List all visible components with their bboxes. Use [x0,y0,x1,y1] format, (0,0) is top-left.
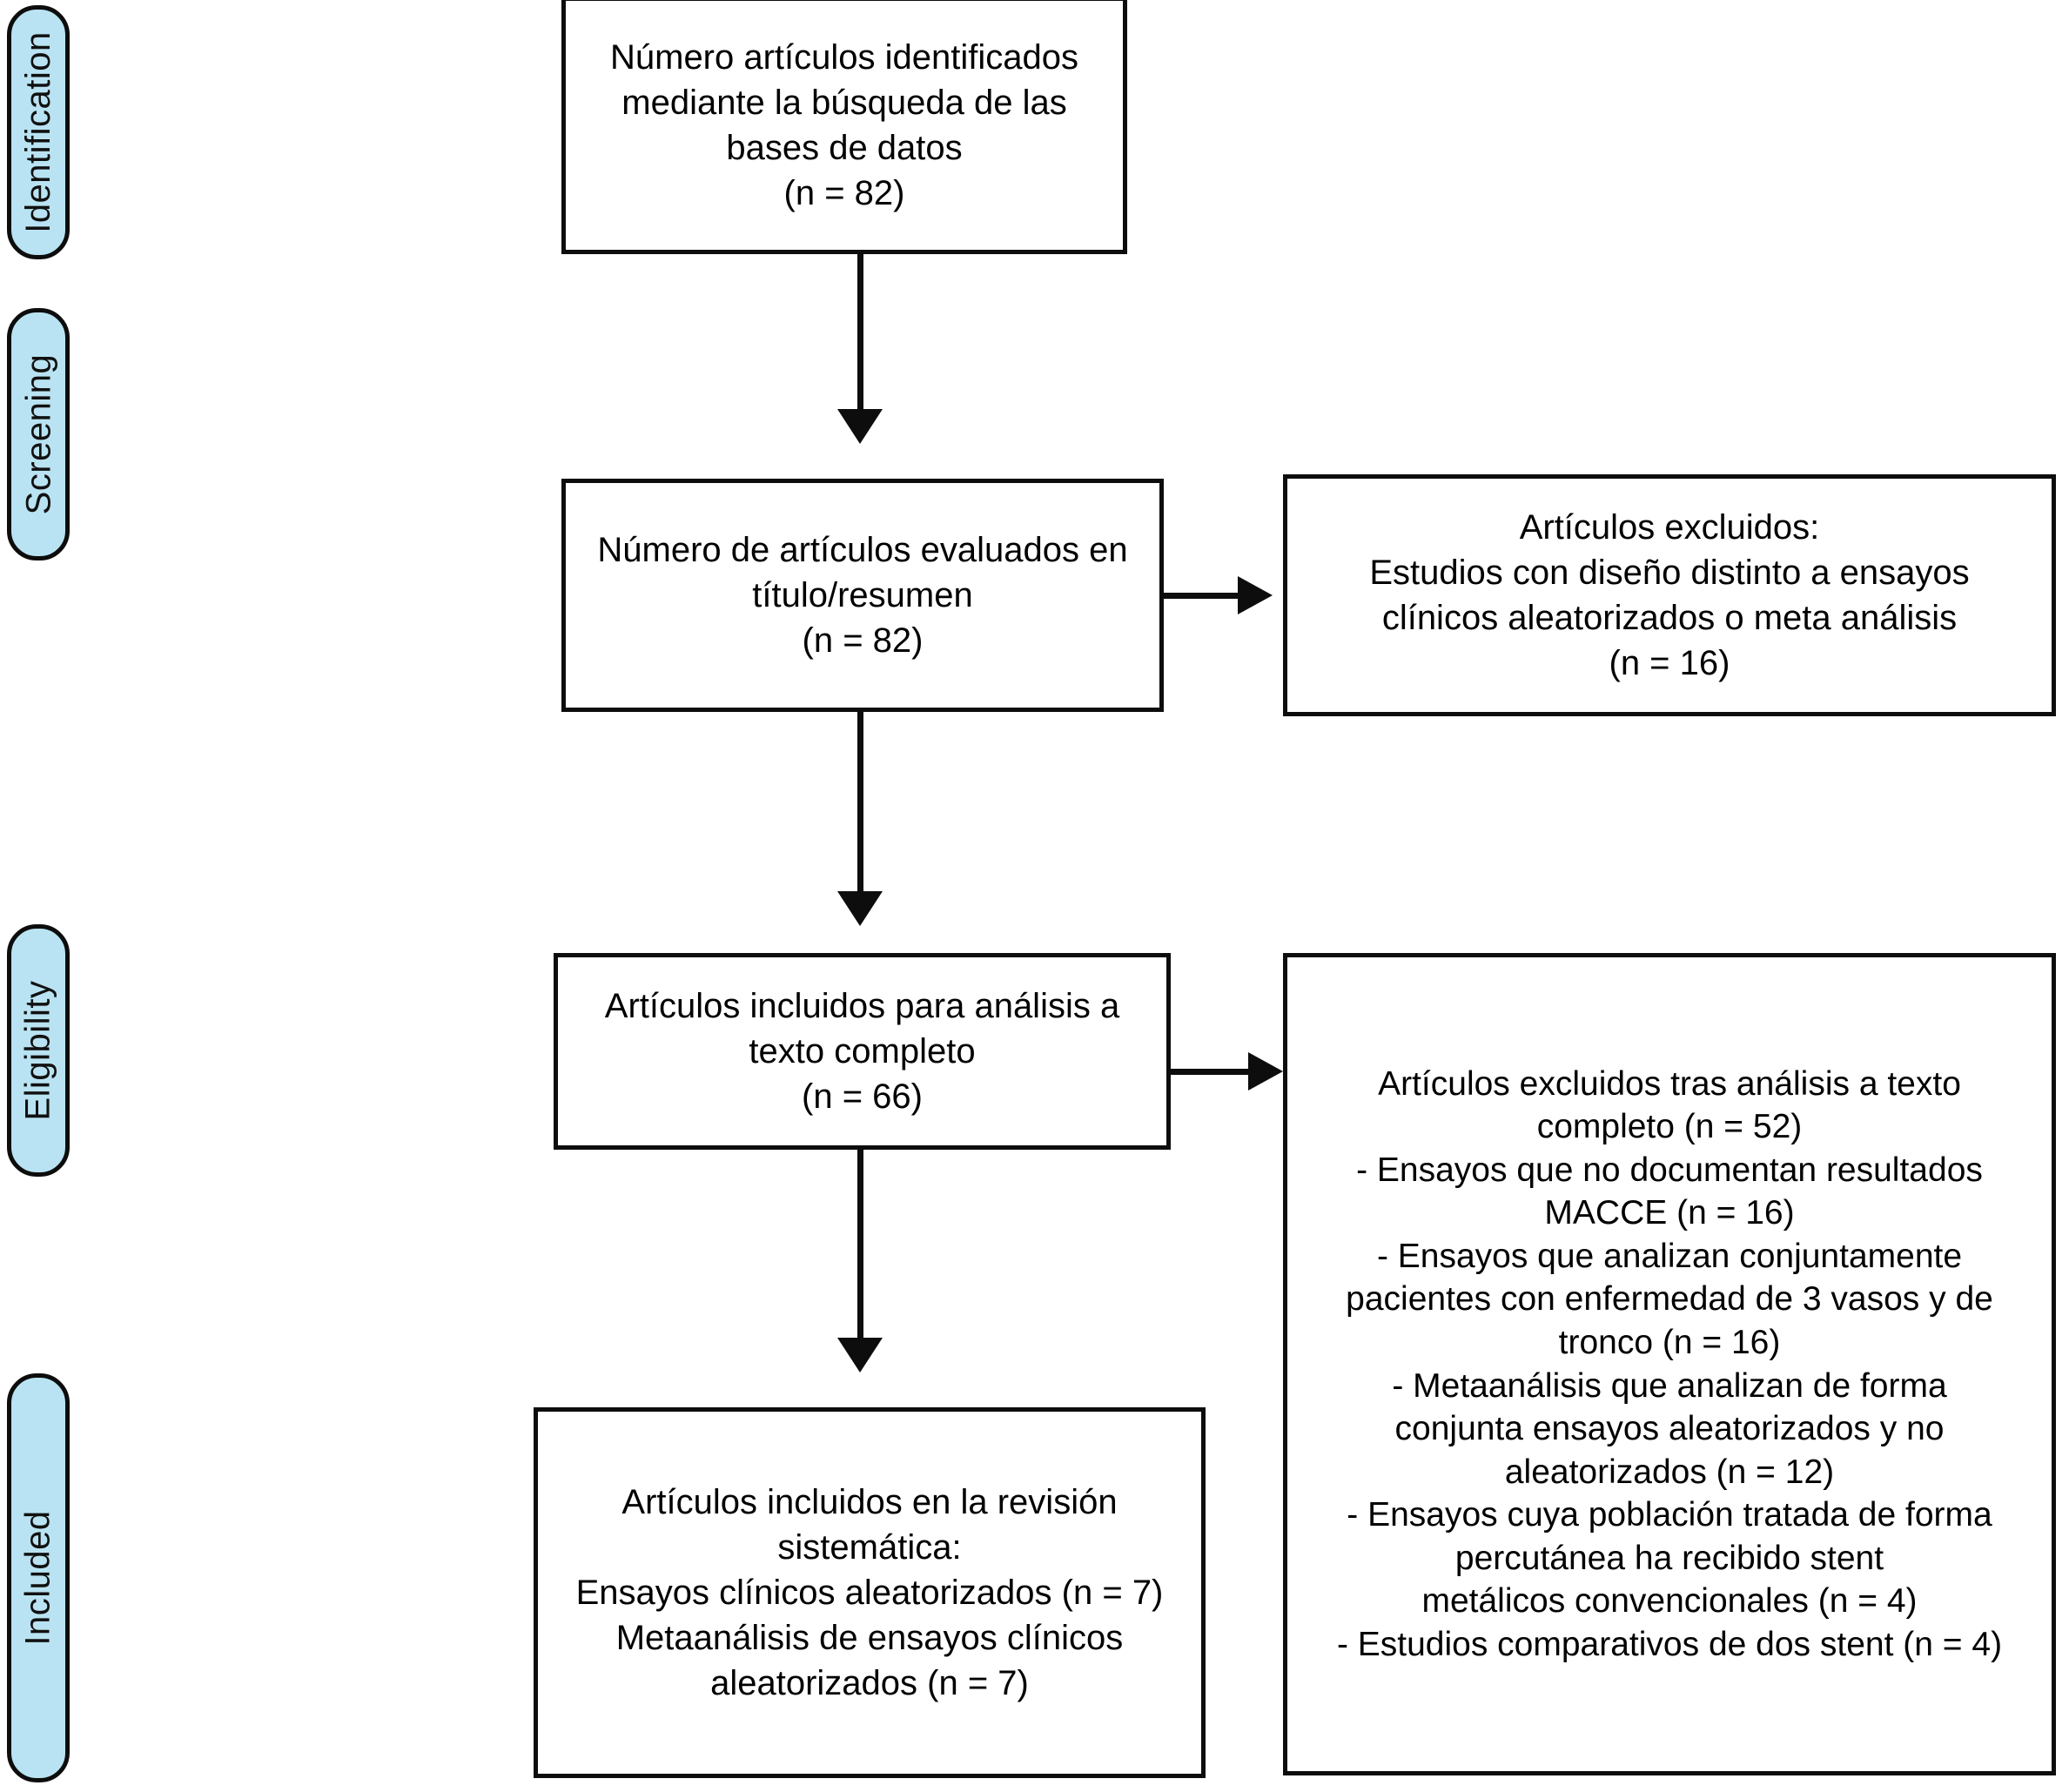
stage-pill-included: Included [7,1373,70,1782]
connector-fulltext-to-included-arrow [837,1338,883,1373]
connector-screened-to-fulltext-line [857,712,863,893]
box-studies-included-text: Artículos incluidos en la revisión siste… [575,1483,1164,1702]
box-records-identified-text: Número artículos identificados mediante … [609,38,1079,212]
stage-label-screening: Screening [19,353,57,515]
box-fulltext-excluded-text: Artículos excluidos tras análisis a text… [1336,1064,2003,1663]
connector-fulltext-to-included-line [857,1150,863,1339]
connector-identified-to-screened-arrow [837,409,883,444]
box-records-screened: Número de artículos evaluados en título/… [561,479,1164,712]
box-records-excluded-screening-text: Artículos excluidos: Estudios con diseño… [1369,508,1970,682]
connector-screened-to-excluded-line [1164,593,1240,599]
box-fulltext-excluded: Artículos excluidos tras análisis a text… [1283,953,2056,1775]
connector-fulltext-to-excluded-arrow [1248,1052,1283,1091]
stage-pill-identification: Identification [7,5,70,259]
box-records-excluded-screening: Artículos excluidos: Estudios con diseño… [1283,474,2056,716]
stage-pill-screening: Screening [7,308,70,560]
box-studies-included: Artículos incluidos en la revisión siste… [534,1407,1206,1778]
stage-label-included: Included [19,1510,58,1646]
stage-pill-eligibility: Eligibility [7,924,70,1177]
connector-screened-to-excluded-arrow [1238,576,1273,614]
connector-identified-to-screened-line [857,254,863,411]
box-fulltext-assessed-text: Artículos incluidos para análisis a text… [604,987,1120,1116]
box-fulltext-assessed: Artículos incluidos para análisis a text… [554,953,1171,1150]
stage-label-identification: Identification [19,31,57,233]
connector-fulltext-to-excluded-line [1171,1069,1251,1075]
box-records-identified: Número artículos identificados mediante … [561,0,1127,254]
box-records-screened-text: Número de artículos evaluados en título/… [597,531,1128,660]
connector-screened-to-fulltext-arrow [837,891,883,926]
stage-label-eligibility: Eligibility [19,980,58,1121]
